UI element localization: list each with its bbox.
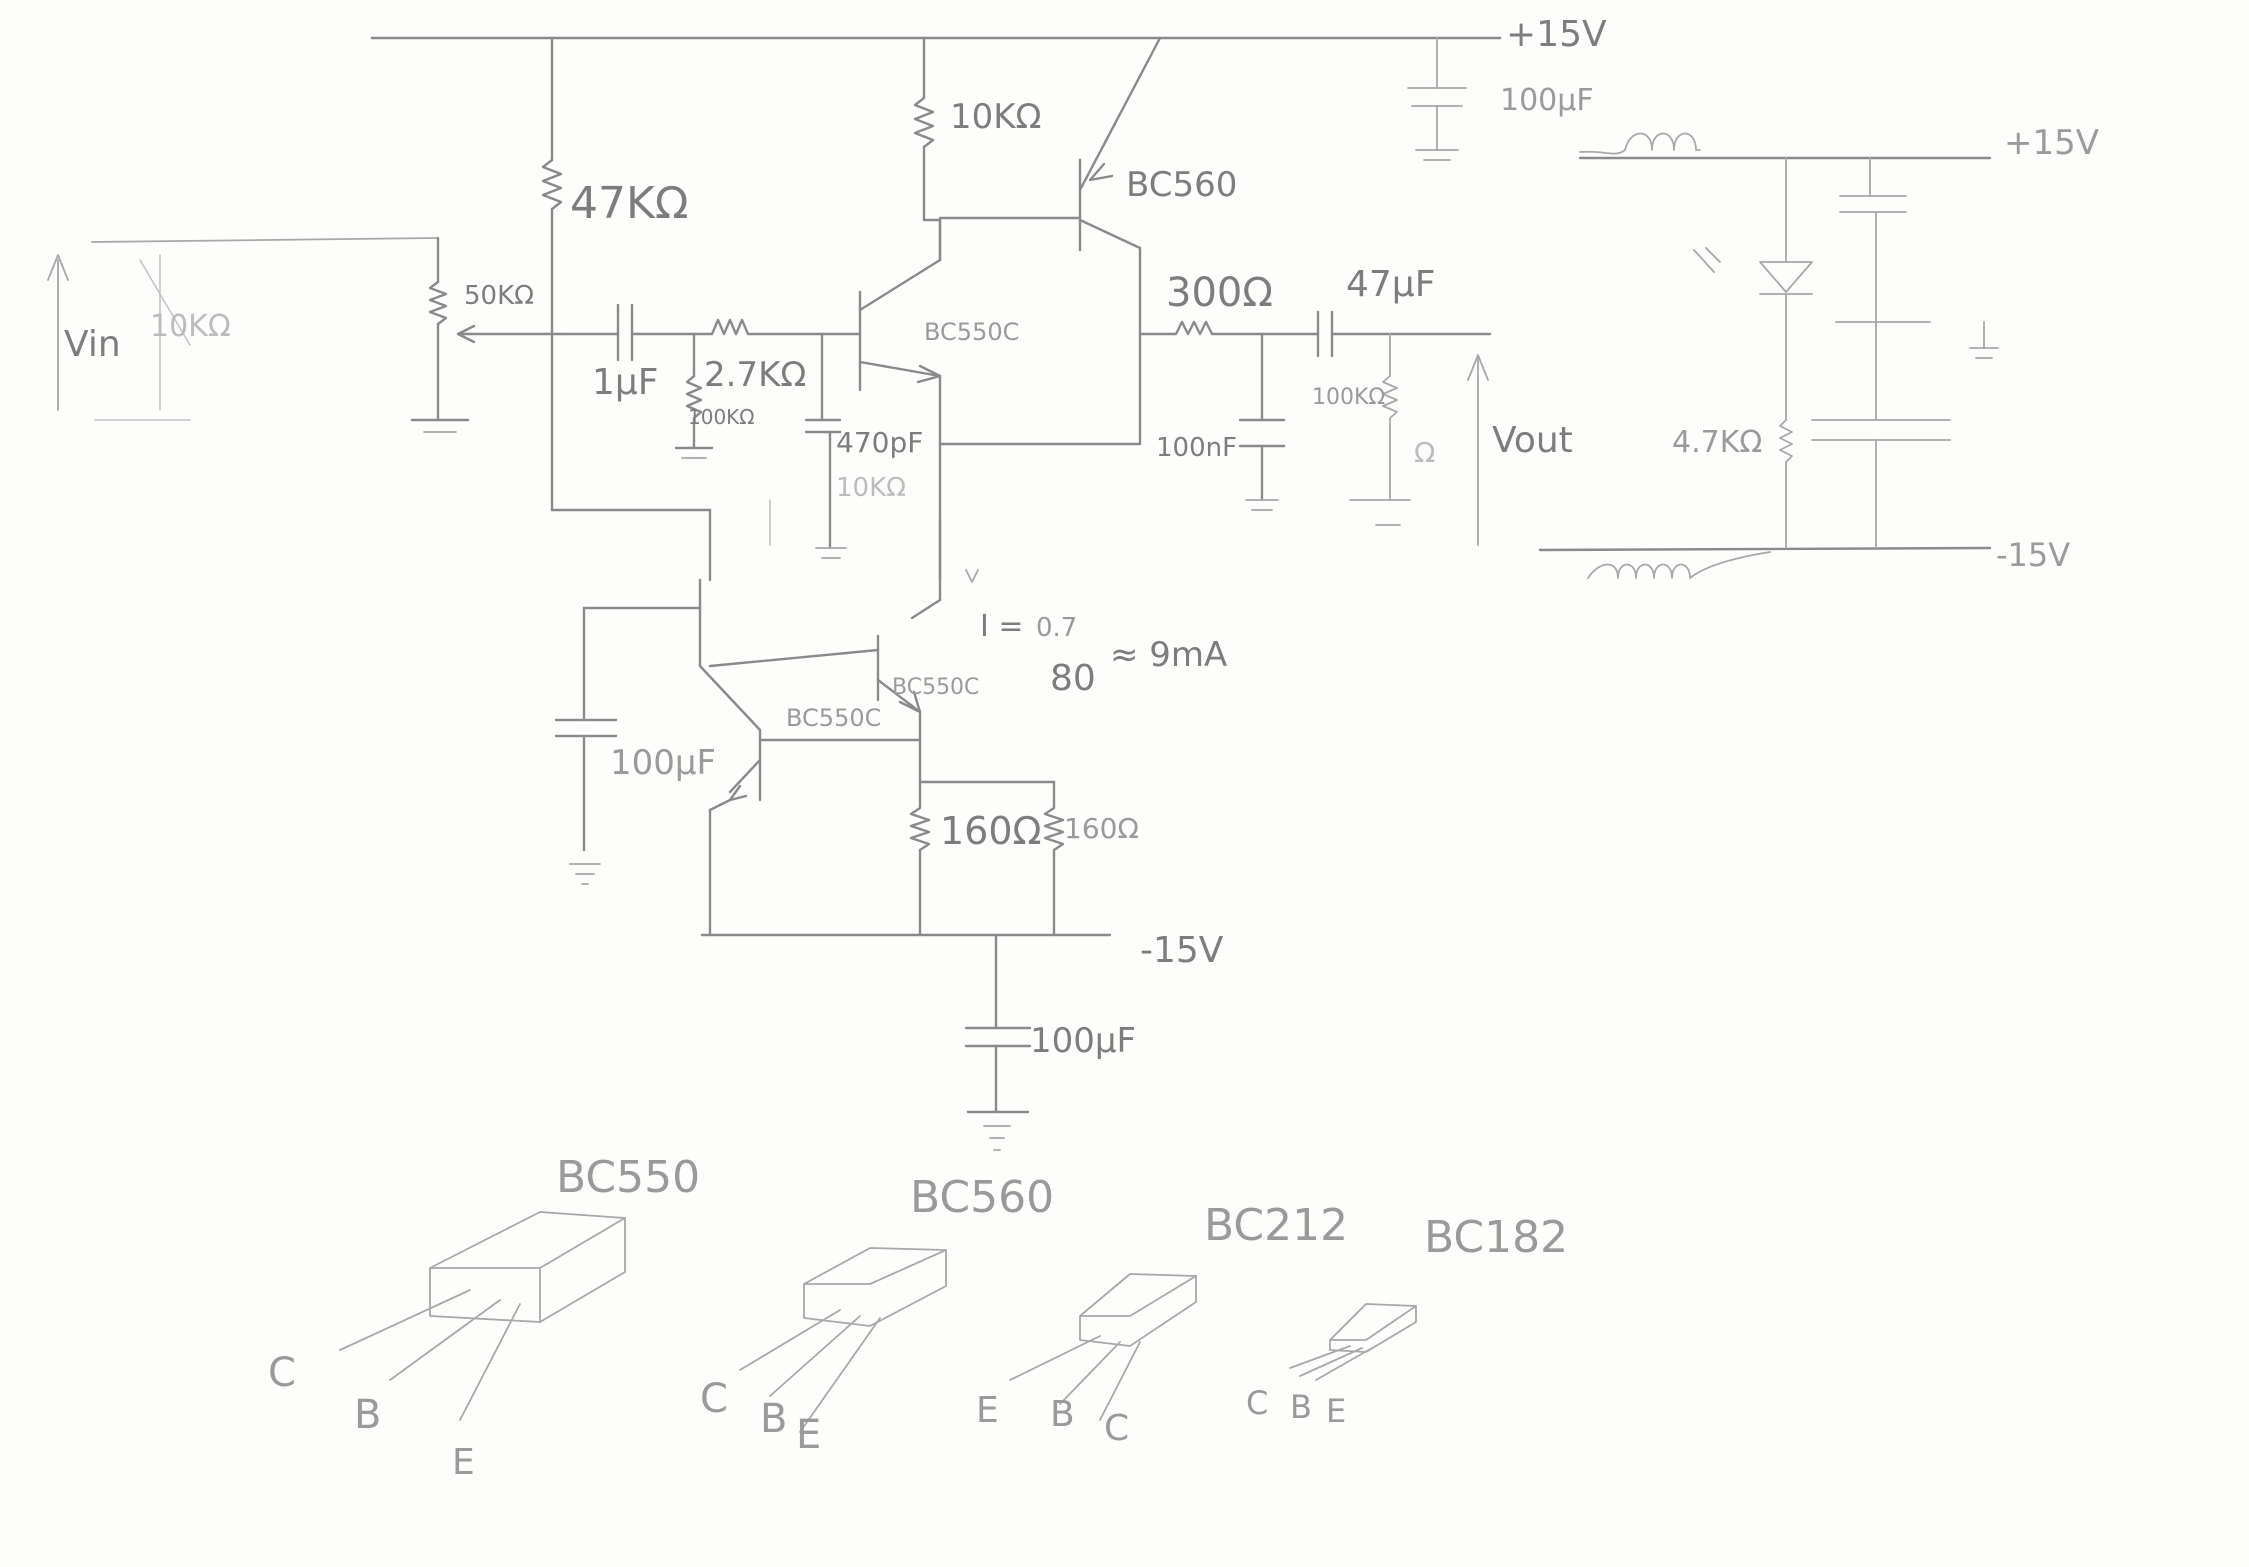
label-res-bias-ground: 100KΩ xyxy=(688,405,755,429)
pinout-bc212: BC212 E B C xyxy=(976,1200,1348,1449)
label-res-emitter-a: 160Ω xyxy=(940,809,1042,853)
label-res-load: 100KΩ xyxy=(1312,385,1385,410)
pinout-bc212-pin-3: C xyxy=(1104,1408,1129,1449)
label-cap-comp: 470pF xyxy=(836,426,923,459)
label-cap-input: 1µF xyxy=(592,362,659,403)
transistor-pnp xyxy=(938,36,1162,446)
tail-wiring xyxy=(554,508,762,885)
pinout-bc560-pin-2: B xyxy=(760,1396,787,1442)
pinout-name-bc182: BC182 xyxy=(1424,1212,1568,1263)
label-cap-bottom-supply: 100µF xyxy=(1030,1021,1136,1061)
label-cap-output: 47µF xyxy=(1346,264,1435,305)
pinout-bc560-pin-1: C xyxy=(700,1376,728,1422)
label-q-mirror: BC550C xyxy=(786,704,881,732)
regulator-section xyxy=(1693,157,1999,549)
pinout-bc550: BC550 C B E xyxy=(268,1152,700,1483)
pinout-bc560-pin-3: E xyxy=(796,1412,821,1458)
pinout-bc182-pin-2: B xyxy=(1290,1388,1312,1426)
label-q-pnp: BC560 xyxy=(1126,165,1237,205)
label-current-eq-lhs: I = xyxy=(980,609,1024,644)
pinout-bc182: BC182 C B E xyxy=(1246,1212,1568,1430)
label-current-eq-den: 80 xyxy=(1050,658,1096,699)
pinout-name-bc550: BC550 xyxy=(556,1152,700,1203)
label-pot: 50KΩ xyxy=(464,281,534,311)
label-res-output: 300Ω xyxy=(1166,270,1273,316)
pinout-bc212-pin-2: B xyxy=(1050,1394,1075,1435)
negative-rail xyxy=(700,546,1992,937)
collector-resistor xyxy=(913,36,1082,262)
label-current-eq-num: 0.7 xyxy=(1036,613,1077,643)
input-pot xyxy=(410,236,562,433)
pinout-bc182-pin-3: E xyxy=(1326,1392,1346,1430)
pinout-bc550-pin-3: E xyxy=(452,1442,475,1483)
pinout-bc550-pin-1: C xyxy=(268,1350,296,1396)
label-res-led: 4.7KΩ xyxy=(1672,425,1762,460)
output-network xyxy=(1138,310,1492,546)
pinout-name-bc560: BC560 xyxy=(910,1172,1054,1223)
transistor-mirror xyxy=(708,728,922,937)
label-res-output-faint: Ω xyxy=(1414,436,1435,469)
inductor-top xyxy=(1579,132,1701,155)
label-current-eq-rhs: ≈ 9mA xyxy=(1110,635,1227,675)
pinout-name-bc212: BC212 xyxy=(1204,1200,1348,1251)
label-res-series: 2.7KΩ xyxy=(704,355,806,395)
label-cap-top-supply: 100µF xyxy=(1500,83,1594,118)
compensation-cap xyxy=(769,332,847,559)
bottom-supply-cap xyxy=(964,933,1032,1151)
inductor-bottom xyxy=(1587,551,1771,579)
bias-network xyxy=(541,36,824,512)
label-vout: Vout xyxy=(1492,420,1573,461)
label-cap-filter: 100nF xyxy=(1156,433,1237,463)
supply-capacitor-top xyxy=(1407,37,1467,161)
emitter-resistors xyxy=(909,780,1065,937)
label-res-bias-top: 47KΩ xyxy=(570,178,688,229)
positive-rail xyxy=(370,36,1992,160)
label-supply-minus-bottom: -15V xyxy=(1140,930,1224,971)
pinout-bc182-pin-1: C xyxy=(1246,1384,1268,1422)
label-supply-minus-right: -15V xyxy=(1996,536,2070,574)
pinout-bc212-pin-1: E xyxy=(976,1390,999,1431)
input-source xyxy=(47,237,439,421)
pinout-bc560: BC560 C B E xyxy=(700,1172,1054,1458)
pinout-bc550-pin-2: B xyxy=(354,1392,381,1438)
label-res-source: 10KΩ xyxy=(150,309,231,344)
label-res-faint: 10KΩ xyxy=(836,473,906,503)
label-supply-plus-top: +15V xyxy=(1506,14,1607,55)
label-res-collector: 10KΩ xyxy=(950,97,1042,137)
labels: +15V 100µF +15V -15V 4.7KΩ 10KΩ BC560 47… xyxy=(64,14,2099,1061)
label-supply-plus-right: +15V xyxy=(2004,123,2099,163)
label-cap-tail: 100µF xyxy=(610,743,716,783)
label-q-diffpair-left: BC550C xyxy=(924,318,1019,346)
label-res-emitter-b: 160Ω xyxy=(1064,812,1139,845)
label-q-current-source: BC550C xyxy=(892,675,979,700)
transistor-diffpair-left xyxy=(820,218,942,582)
label-vin: Vin xyxy=(64,324,121,365)
transistor-current-source xyxy=(708,518,979,784)
